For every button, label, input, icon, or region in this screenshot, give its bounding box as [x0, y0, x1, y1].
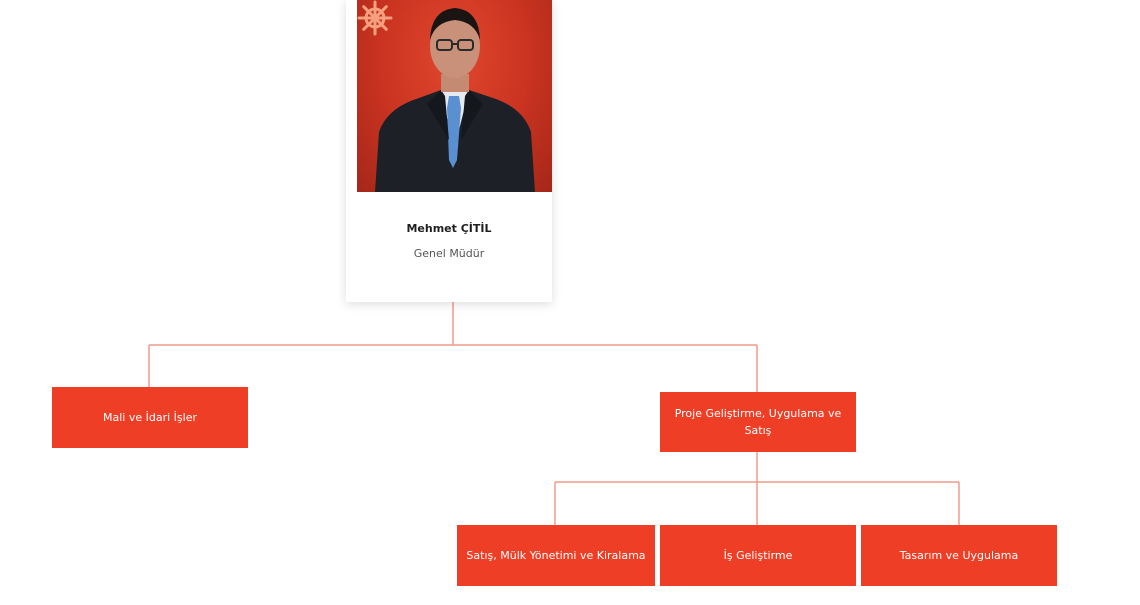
unit-proje-gelistirme[interactable]: Proje Geliştirme, Uygulama ve Satış [660, 392, 856, 452]
ceo-card[interactable]: Mehmet ÇİTİL Genel Müdür [346, 0, 552, 302]
unit-is-gelistirme[interactable]: İş Geliştirme [660, 525, 856, 586]
ceo-photo [357, 0, 552, 192]
unit-tasarim-ve-uygulama[interactable]: Tasarım ve Uygulama [861, 525, 1057, 586]
ship-wheel-icon [357, 0, 393, 36]
unit-satis-mulk-yonetimi[interactable]: Satış, Mülk Yönetimi ve Kiralama [457, 525, 655, 586]
unit-mali-ve-idari-isler[interactable]: Mali ve İdari İşler [52, 387, 248, 448]
ceo-title: Genel Müdür [413, 247, 485, 260]
ceo-name: Mehmet ÇİTİL [406, 222, 492, 235]
